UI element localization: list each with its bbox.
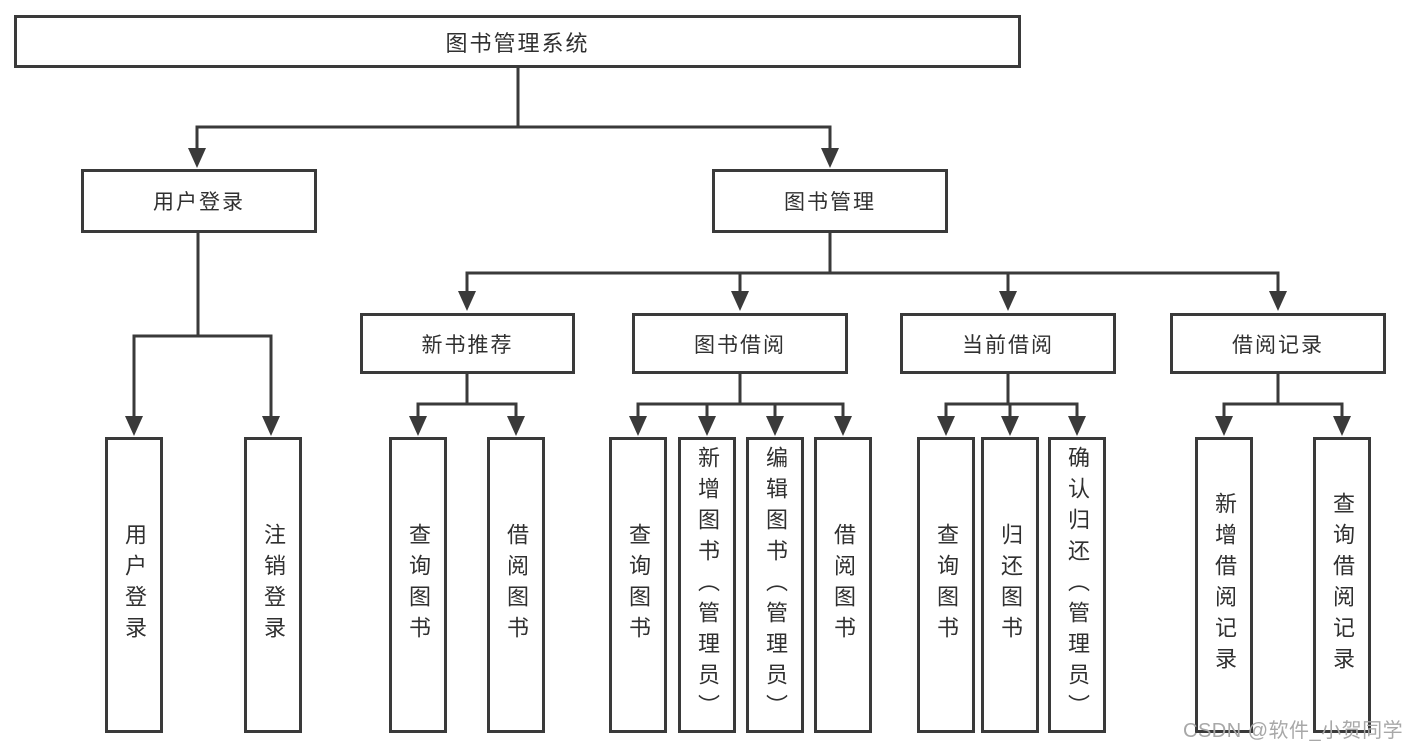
node-book-borrowing-box: 图书借阅 [632,313,848,374]
node-borrowing-records-label: 借阅记录 [1232,333,1324,357]
leaf-return-books-box: 归还图书 [981,437,1039,733]
branch-book-management-label: 图书管理 [784,191,876,214]
leaf-query-books-current-box: 查询图书 [917,437,975,733]
leaf-borrow-books-recommend-label: 借阅图书 [504,523,529,647]
leaf-logout-box: 注销登录 [244,437,302,733]
node-book-borrowing-label: 图书借阅 [694,333,786,357]
leaf-edit-books-admin-box: 编辑图书（管理员） [746,437,804,733]
leaf-add-borrow-record-label: 新增借阅记录 [1212,492,1237,678]
branch-user-login-box: 用户登录 [81,169,317,233]
node-new-book-recommend-label: 新书推荐 [421,333,514,357]
leaf-borrow-books-recommend-box: 借阅图书 [487,437,545,733]
branch-book-management-box: 图书管理 [712,169,948,233]
leaf-add-borrow-record-box: 新增借阅记录 [1195,437,1253,733]
leaf-query-borrow-record-label: 查询借阅记录 [1330,492,1355,678]
root-label: 图书管理系统 [445,30,590,56]
leaf-borrow-books-borrowing-box: 借阅图书 [814,437,872,733]
leaf-query-books-recommend-label: 查询图书 [406,523,431,647]
leaf-query-books-current-label: 查询图书 [934,523,959,647]
root-box-library-system: 图书管理系统 [14,15,1021,68]
leaf-user-login-label: 用户登录 [122,523,147,647]
leaf-add-books-admin-label: 新增图书（管理员） [695,445,720,725]
leaf-user-login-box: 用户登录 [105,437,163,733]
node-borrowing-records-box: 借阅记录 [1170,313,1386,374]
leaf-query-borrow-record-box: 查询借阅记录 [1313,437,1371,733]
leaf-query-books-borrowing-box: 查询图书 [609,437,667,733]
node-new-book-recommend-box: 新书推荐 [360,313,575,374]
csdn-watermark: CSDN @软件_小贺同学 [1183,720,1404,742]
leaf-query-books-recommend-box: 查询图书 [389,437,447,733]
leaf-logout-label: 注销登录 [261,523,286,647]
leaf-return-books-label: 归还图书 [998,523,1023,647]
leaf-query-books-borrowing-label: 查询图书 [626,523,651,647]
leaf-confirm-return-admin-label: 确认归还（管理员） [1065,445,1090,725]
leaf-edit-books-admin-label: 编辑图书（管理员） [763,445,788,725]
node-current-borrowing-box: 当前借阅 [900,313,1116,374]
leaf-add-books-admin-box: 新增图书（管理员） [678,437,736,733]
node-current-borrowing-label: 当前借阅 [962,333,1054,357]
branch-user-login-label: 用户登录 [153,191,245,214]
leaf-borrow-books-borrowing-label: 借阅图书 [831,523,856,647]
leaf-confirm-return-admin-box: 确认归还（管理员） [1048,437,1106,733]
